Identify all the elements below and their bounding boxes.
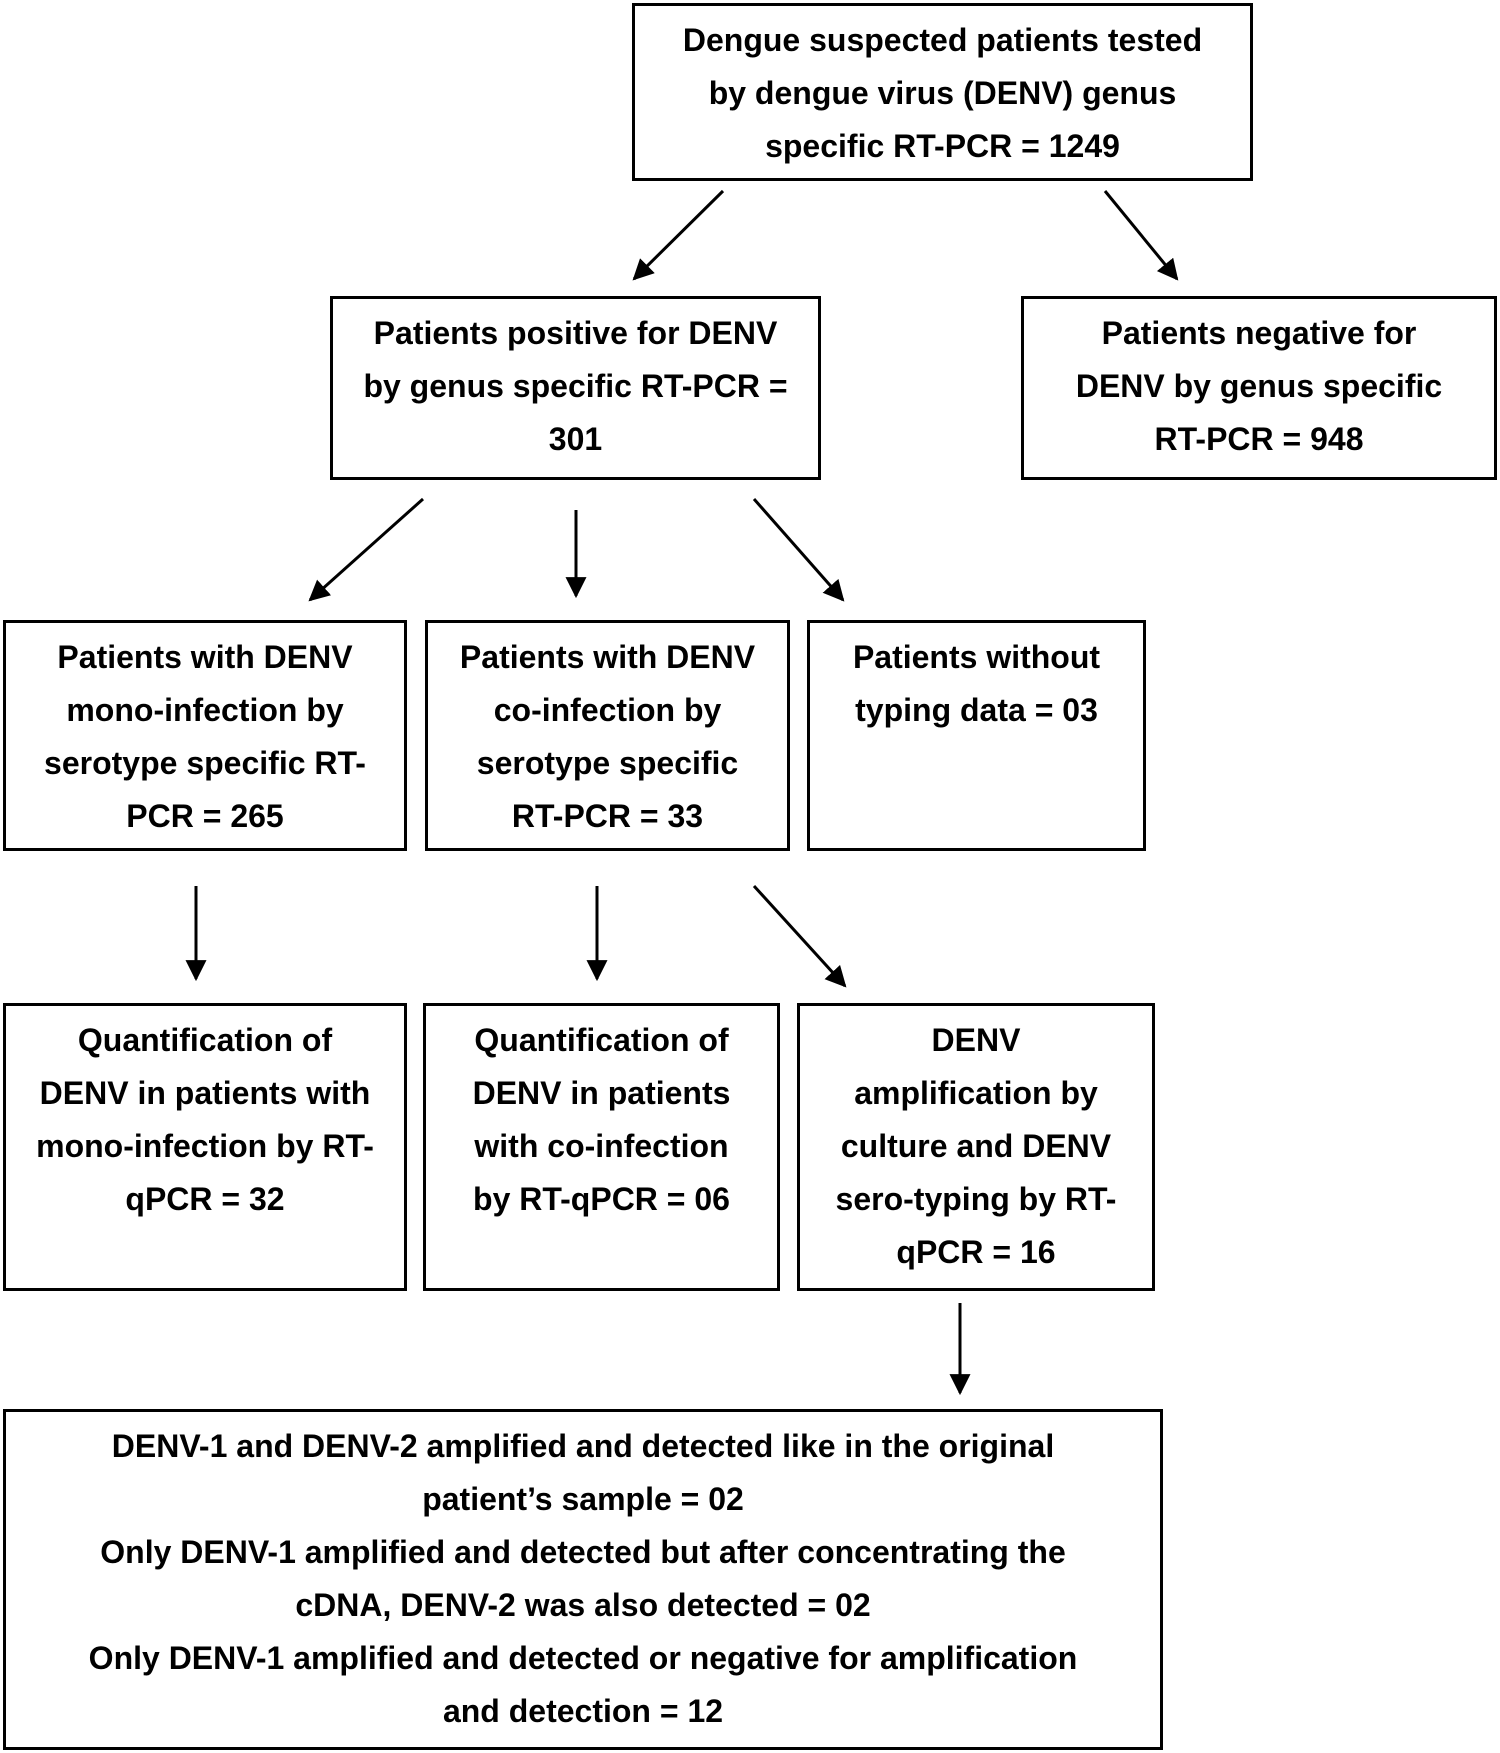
box-text-line: DENV-1 and DENV-2 amplified and detected…	[111, 1428, 1055, 1464]
box-text-line: with co-infection	[474, 1128, 729, 1164]
box-text-line: specific RT-PCR = 1249	[765, 128, 1120, 164]
box-patients-positive: Patients positive for DENV by genus spec…	[330, 296, 821, 480]
box-text-line: Only DENV-1 amplified and detected but a…	[100, 1534, 1066, 1570]
box-text-line: qPCR = 32	[125, 1181, 285, 1217]
box-text-line: Patients with DENV	[57, 639, 353, 675]
box-text-line: serotype specific RT-	[44, 745, 366, 781]
box-text-line: amplification by	[854, 1075, 1098, 1111]
arrow-co-to-culture	[752, 884, 847, 988]
arrow-positive-to-mono	[308, 497, 424, 602]
box-text-line: mono-infection by RT-	[36, 1128, 374, 1164]
box-text-line: RT-PCR = 948	[1154, 421, 1364, 457]
box-text-line: DENV in patients with	[39, 1075, 371, 1111]
box-text-line: by dengue virus (DENV) genus	[708, 75, 1177, 111]
box-text-line: culture and DENV	[840, 1128, 1112, 1164]
box-text-line: Quantification of	[474, 1022, 729, 1058]
box-text-line: and detection = 12	[442, 1693, 724, 1729]
box-text-line: by genus specific RT-PCR =	[363, 368, 788, 404]
box-text-line: Quantification of	[77, 1022, 333, 1058]
box-text-line: cDNA, DENV-2 was also detected = 02	[295, 1587, 871, 1623]
box-dengue-suspected-patients: Dengue suspected patients tested by deng…	[632, 3, 1253, 181]
box-text-line: patient’s sample = 02	[422, 1481, 744, 1517]
box-text-line: DENV	[931, 1022, 1021, 1058]
box-text-line: PCR = 265	[126, 798, 284, 834]
box-quantification-mono: Quantification of DENV in patients with …	[3, 1003, 407, 1291]
box-text-line: serotype specific	[476, 745, 739, 781]
box-culture-amplification: DENV amplification by culture and DENV s…	[797, 1003, 1155, 1291]
box-without-typing-data: Patients without typing data = 03	[807, 620, 1146, 851]
box-text-line: by RT-qPCR = 06	[473, 1181, 730, 1217]
box-mono-infection: Patients with DENV mono-infection by ser…	[3, 620, 407, 851]
box-text-line: Patients with DENV	[459, 639, 756, 675]
box-text-line: RT-PCR = 33	[511, 798, 704, 834]
box-patients-negative: Patients negative for DENV by genus spec…	[1021, 296, 1497, 480]
arrow-root-to-positive	[632, 189, 725, 281]
arrow-positive-to-notype	[752, 498, 845, 602]
box-text-line: sero-typing by RT-	[835, 1181, 1117, 1217]
box-co-infection: Patients with DENV co-infection by serot…	[425, 620, 790, 851]
box-text-line: typing data = 03	[855, 692, 1098, 728]
box-text-line: Patients without	[852, 639, 1101, 675]
box-text-line: co-infection by	[493, 692, 722, 728]
box-text-line: Only DENV-1 amplified and detected or ne…	[88, 1640, 1078, 1676]
box-culture-results: DENV-1 and DENV-2 amplified and detected…	[3, 1409, 1163, 1750]
box-quantification-co: Quantification of DENV in patients with …	[423, 1003, 780, 1291]
box-text-line: qPCR = 16	[896, 1234, 1056, 1270]
arrow-root-to-negative	[1103, 190, 1179, 281]
box-text-line: Dengue suspected patients tested	[682, 22, 1203, 58]
box-text-line: Patients positive for DENV	[373, 315, 778, 351]
box-text-line: Patients negative for	[1101, 315, 1417, 351]
box-text-line: DENV by genus specific	[1075, 368, 1443, 404]
box-text-line: DENV in patients	[472, 1075, 731, 1111]
box-text-line: mono-infection by	[66, 692, 344, 728]
box-text-line: 301	[548, 421, 603, 457]
